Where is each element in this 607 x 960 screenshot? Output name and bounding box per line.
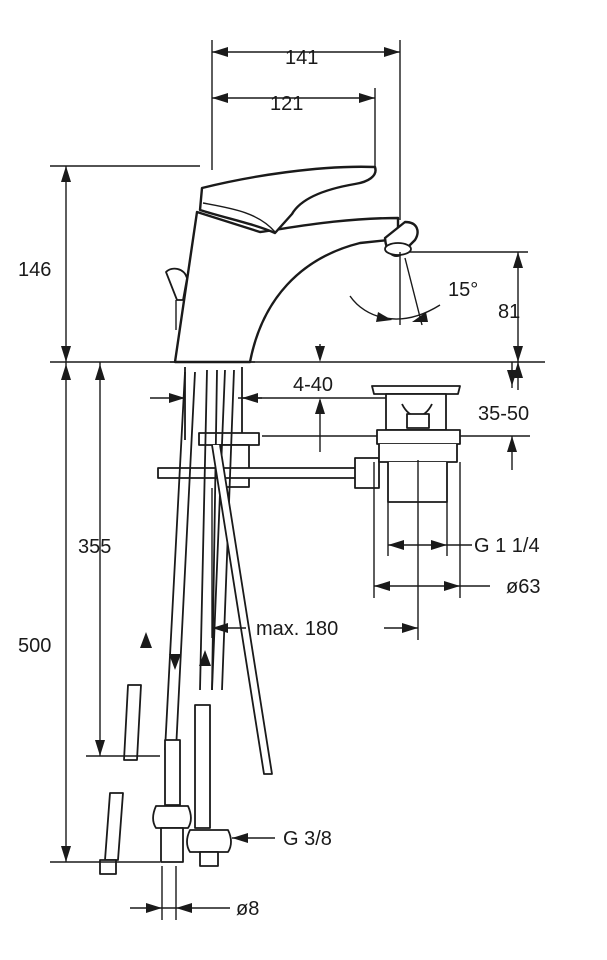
label-waste-thickness: 35-50 [478,403,529,425]
label-spout-height: 81 [498,301,520,323]
label-deck-thickness: 4-40 [293,374,333,396]
label-waste-diameter: ø63 [506,576,540,598]
label-hose-length-total: 500 [18,635,51,657]
label-swivel-angle: 15° [448,279,478,301]
label-total-height: 146 [18,259,51,281]
label-hose-length-inner: 355 [78,536,111,558]
label-rod-length: max. 180 [256,618,338,640]
faucet-body [165,165,419,364]
label-hose-diameter: ø8 [236,898,259,920]
dimension-labels: 141 121 146 15° 81 4-40 35-50 G 1 1/4 ø6… [18,47,540,920]
label-spout-reach: 121 [270,93,303,115]
label-waste-thread: G 1 1/4 [474,535,540,557]
deck-and-waste [50,361,545,503]
label-supply-thread: G 3/8 [283,828,332,850]
label-total-reach: 141 [285,47,318,69]
supply-hoses [99,369,273,875]
dimension-lines [50,40,530,920]
